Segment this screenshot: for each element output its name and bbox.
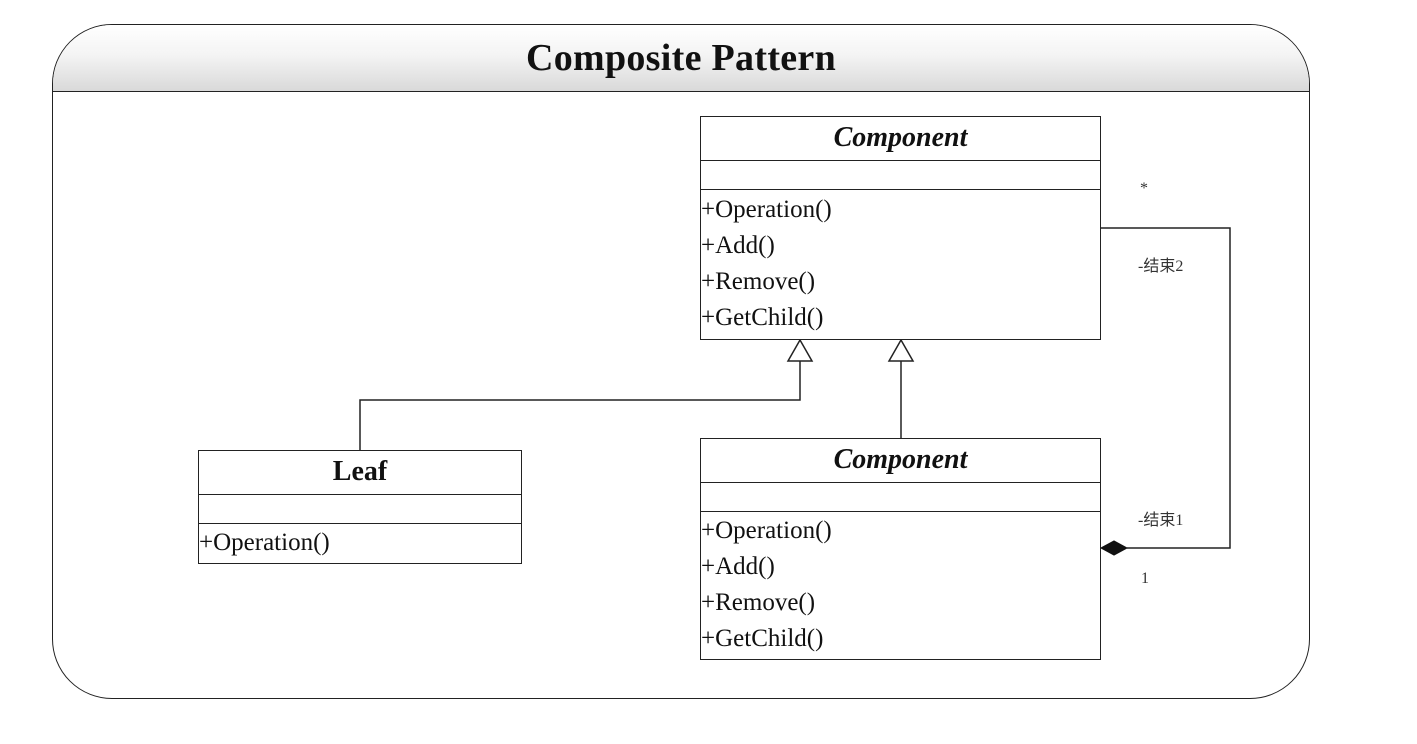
component-operation: +Remove() bbox=[701, 268, 816, 295]
role-component-end: -结束2 bbox=[1138, 258, 1184, 275]
diagram-header: Composite Pattern bbox=[53, 25, 1309, 92]
leaf-operations: +Operation() bbox=[199, 524, 521, 561]
component-attributes bbox=[701, 161, 1100, 190]
leaf-attributes bbox=[199, 495, 521, 524]
component-operation: +Add() bbox=[701, 232, 775, 259]
component-operations: +Operation() +Add() +Remove() +GetChild(… bbox=[701, 190, 1100, 336]
composite-operation: +Add() bbox=[701, 553, 775, 580]
composite-operations: +Operation() +Add() +Remove() +GetChild(… bbox=[701, 512, 1100, 657]
component-class-name: Component bbox=[701, 117, 1100, 161]
leaf-class-name: Leaf bbox=[199, 451, 521, 495]
diagram-title: Composite Pattern bbox=[525, 37, 837, 79]
composite-class: Component +Operation() +Add() +Remove() … bbox=[700, 438, 1101, 660]
composite-operation: +Operation() bbox=[701, 517, 832, 544]
multiplicity-composite-end: 1 bbox=[1141, 570, 1149, 587]
leaf-operation: +Operation() bbox=[199, 529, 330, 556]
component-operation: +Operation() bbox=[701, 196, 832, 223]
multiplicity-component-end: * bbox=[1140, 180, 1148, 197]
composite-attributes bbox=[701, 483, 1100, 512]
component-operation: +GetChild() bbox=[701, 304, 824, 331]
composite-class-name: Component bbox=[701, 439, 1100, 483]
role-composite-end: -结束1 bbox=[1138, 512, 1184, 529]
composite-operation: +GetChild() bbox=[701, 625, 824, 652]
component-class: Component +Operation() +Add() +Remove() … bbox=[700, 116, 1101, 340]
composite-operation: +Remove() bbox=[701, 589, 816, 616]
diagram-frame: Composite Pattern bbox=[52, 24, 1310, 699]
leaf-class: Leaf +Operation() bbox=[198, 450, 522, 564]
